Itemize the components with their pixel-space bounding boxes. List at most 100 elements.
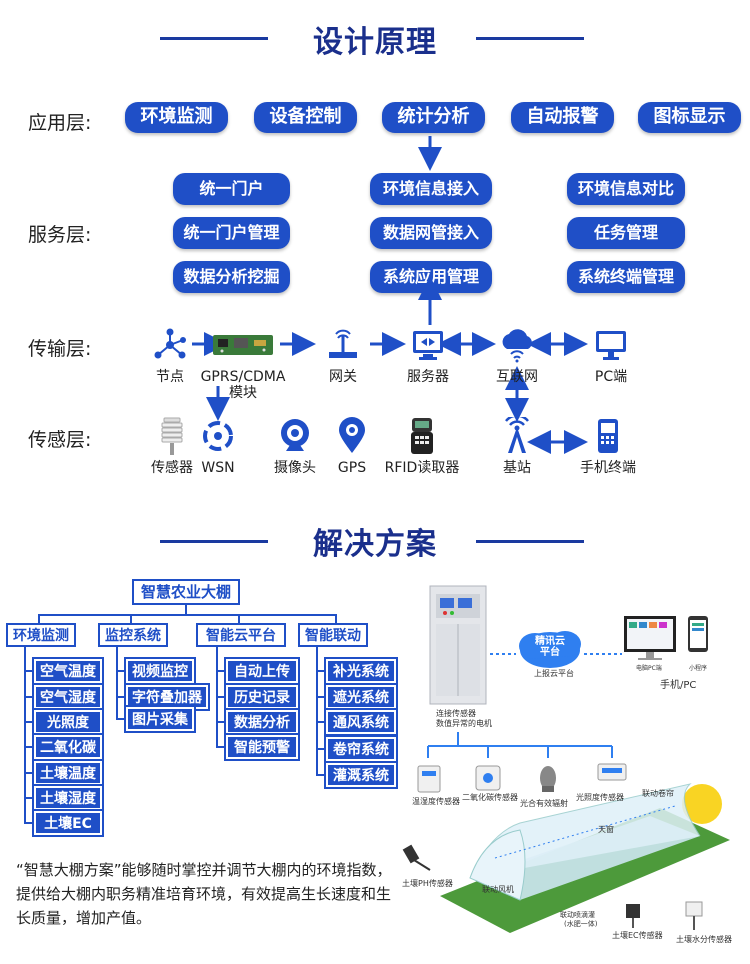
tick	[24, 772, 34, 774]
tree-leaf-air-temp: 空气温度	[32, 657, 104, 685]
tree-line-root-down	[185, 605, 187, 615]
tick	[216, 721, 226, 723]
tree-branch-cloud: 智能云平台	[196, 623, 286, 647]
circuit-board-icon	[213, 335, 273, 355]
irrigation-label: 联动喷滴灌	[560, 911, 595, 919]
service-pill-terminal-mgmt: 系统终端管理	[567, 261, 685, 293]
tree-line-b2	[130, 614, 132, 624]
tree-leaf-video: 视频监控	[124, 657, 196, 685]
service-pill-task-mgmt: 任务管理	[567, 217, 685, 249]
service-pill-portal-mgmt: 统一门户管理	[173, 217, 290, 249]
sensor-label-temp-humidity: 温湿度传感器	[412, 797, 460, 806]
title-line-right-2	[476, 540, 584, 543]
monitor-icon	[596, 331, 626, 360]
tree-root: 智慧农业大棚	[132, 579, 240, 605]
tree-branch-monitor: 监控系统	[98, 623, 168, 647]
node-camera: 摄像头	[250, 416, 340, 476]
title-line-left	[160, 37, 268, 40]
tree-vline-env	[24, 647, 26, 823]
tree-leaf-curtain: 卷帘系统	[324, 735, 398, 763]
tick	[316, 670, 326, 672]
tree-leaf-overlay: 字符叠加器	[124, 683, 210, 711]
base-station-icon	[505, 417, 529, 453]
tree-vline-linkage	[316, 647, 318, 775]
tick	[316, 721, 326, 723]
node-gateway: 网关	[298, 325, 388, 385]
tree-leaf-shade: 遮光系统	[324, 683, 398, 711]
mini-program-caption: 小程序	[689, 665, 708, 672]
tick	[316, 748, 326, 750]
layer-label-transport: 传输层:	[28, 338, 92, 360]
ec-sensor-label: 土壤EC传感器	[612, 931, 663, 940]
tree-branch-env: 环境监测	[6, 623, 76, 647]
node-pc: PC端	[566, 325, 656, 385]
mobile-phone	[688, 616, 708, 652]
node-gprs: GPRS/CDMA 模块	[201, 325, 285, 401]
tree-branch-linkage: 智能联动	[298, 623, 368, 647]
tick	[24, 721, 34, 723]
sensor-label-light: 光照度传感器	[576, 793, 624, 802]
app-pill-device-control: 设备控制	[254, 102, 357, 133]
greenhouse-illustration	[402, 585, 730, 933]
app-pill-alarm: 自动报警	[511, 102, 614, 133]
control-cabinet	[429, 585, 487, 705]
service-pill-env-compare: 环境信息对比	[567, 173, 685, 205]
service-pill-env-access: 环境信息接入	[370, 173, 492, 205]
tick	[216, 670, 226, 672]
wsn-icon	[203, 421, 233, 451]
ph-sensor-label: 土壤PH传感器	[402, 879, 453, 888]
cabinet-caption-2: 数值异常的电机	[436, 719, 492, 728]
tree-leaf-light-fill: 补光系统	[324, 657, 398, 685]
layer-label-service: 服务层:	[28, 224, 92, 246]
tick	[116, 670, 126, 672]
sensor-shelter-icon	[161, 417, 183, 455]
cabinet-caption-1: 连接传感器	[436, 709, 476, 718]
tree-leaf-analysis: 数据分析	[224, 708, 300, 736]
tick	[216, 746, 226, 748]
node-server: 服务器	[383, 325, 473, 385]
tree-leaf-history: 历史记录	[224, 683, 300, 711]
node-gps: GPS	[307, 416, 397, 476]
tree-leaf-warning: 智能预警	[224, 733, 300, 761]
service-pill-portal: 统一门户	[173, 173, 290, 205]
node-internet: 互联网	[472, 325, 562, 385]
tick	[316, 774, 326, 776]
rfid-reader-icon	[411, 418, 433, 454]
phone-pc-label: 手机/PC	[660, 680, 697, 691]
tree-line-b4	[335, 614, 337, 624]
app-pill-chart: 图标显示	[638, 102, 741, 133]
skylight-label: 天窗	[598, 825, 614, 834]
tree-line-b1	[38, 614, 40, 624]
tree-leaf-soil-temp: 土壤温度	[32, 759, 104, 787]
tick	[24, 670, 34, 672]
gps-icon	[339, 417, 365, 453]
moisture-sensor-label: 土壤水分传感器	[676, 935, 732, 944]
solution-description: “智慧大棚方案”能够随时掌控并调节大棚内的环境指数，提供给大棚内职务精准培育环境…	[16, 861, 392, 927]
tick	[24, 746, 34, 748]
tick	[116, 696, 126, 698]
tree-leaf-soil-humidity: 土壤湿度	[32, 784, 104, 812]
tree-leaf-picture: 图片采集	[124, 705, 196, 733]
layer-label-app: 应用层:	[28, 112, 92, 134]
irrigation-label-2: (水肥一体)	[564, 920, 598, 928]
tree-vline-monitor	[116, 647, 118, 719]
tree-leaf-light: 光照度	[32, 708, 104, 736]
phone-icon	[598, 419, 618, 453]
title-line-right	[476, 37, 584, 40]
cloud-icon	[502, 329, 532, 363]
tree-leaf-co2: 二氧化碳	[32, 733, 104, 761]
node-base-station: 基站	[472, 416, 562, 476]
camera-icon	[281, 419, 309, 451]
tree-leaf-soil-ec: 土壤EC	[32, 809, 104, 837]
server-icon	[413, 331, 443, 360]
pc-caption: 电脑PC端	[636, 665, 662, 672]
cloud-label: 精讯云 平台	[535, 636, 565, 658]
tick	[316, 696, 326, 698]
linked-fan-label: 联动风机	[482, 885, 514, 894]
node-sensor: 传感器	[127, 416, 217, 476]
tick	[116, 718, 126, 720]
app-pill-stats: 统计分析	[382, 102, 485, 133]
tree-leaf-air-humidity: 空气湿度	[32, 683, 104, 711]
upload-label: 上报云平台	[534, 669, 574, 678]
node-rfid: RFID读取器	[377, 416, 467, 476]
